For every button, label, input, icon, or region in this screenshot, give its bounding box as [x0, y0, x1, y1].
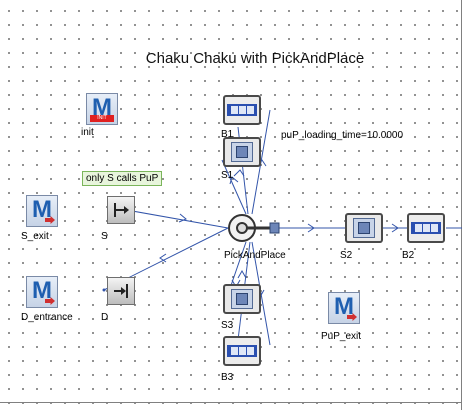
connector-s1-to-pickandplace[interactable] — [221, 159, 247, 215]
exit-arrow-icon — [45, 216, 55, 224]
connector-arrowhead — [178, 213, 187, 223]
s-exit-label: S_exit — [21, 231, 49, 242]
canvas-bottom-edge — [0, 402, 462, 403]
s-exit-method-icon[interactable]: M — [26, 195, 58, 227]
method-letter: M — [334, 293, 354, 320]
s1-label: S1 — [221, 170, 234, 181]
buffer-cell — [415, 224, 422, 232]
s2-label: S2 — [340, 250, 353, 261]
buffer-cell — [247, 106, 254, 114]
pickandplace-robot[interactable] — [226, 212, 282, 244]
buffer-cell — [239, 347, 246, 355]
d-entrance-method-icon[interactable]: M — [26, 276, 58, 308]
init-method-icon[interactable]: M INIT — [86, 93, 118, 125]
connector-s3-to-b3[interactable] — [251, 241, 271, 346]
buffer-cell — [423, 224, 430, 232]
buffer-cell — [231, 106, 238, 114]
buffer-cell — [431, 224, 438, 232]
method-letter: M — [32, 196, 52, 223]
s1-station[interactable] — [223, 137, 261, 167]
connector-arrowhead — [229, 176, 239, 185]
canvas-right-edge — [461, 0, 462, 410]
pick-and-place-robot-icon — [228, 214, 280, 242]
b2-buffer[interactable] — [407, 213, 445, 243]
d-entrance-port-icon[interactable] — [107, 277, 135, 305]
b2-label: B2 — [402, 250, 415, 261]
entrance-port-icon — [114, 284, 128, 298]
entrance-arrow-icon — [45, 297, 55, 305]
s3-label: S3 — [221, 320, 234, 331]
s-label: S — [101, 231, 108, 242]
buffer-cell — [247, 347, 254, 355]
s-exit-port-icon[interactable] — [107, 196, 135, 224]
connector-arrowhead — [159, 253, 167, 263]
buffer-cell — [231, 347, 238, 355]
d-entrance-label: D_entrance — [21, 312, 73, 323]
pup-loading-time-attribute: puP_loading_time=10.0000 — [281, 130, 404, 141]
exit-arrow-icon — [347, 313, 357, 321]
pup-exit-label: PuP_exit — [321, 331, 362, 342]
exit-port-icon — [114, 203, 129, 217]
b3-buffer[interactable] — [223, 336, 261, 366]
station-core — [236, 293, 248, 305]
b3-label: B3 — [221, 372, 234, 383]
connector-arrowhead — [391, 223, 399, 233]
method-letter: M — [32, 277, 52, 304]
s2-station[interactable] — [345, 213, 383, 243]
buffer-cell — [239, 106, 246, 114]
connector-arrowhead — [307, 223, 315, 233]
pup-exit-method-icon[interactable]: M — [328, 292, 360, 324]
connector-s-to-pickandplace[interactable] — [120, 208, 229, 229]
station-core — [358, 222, 370, 234]
init-badge: INIT — [90, 115, 114, 122]
connector-arrowhead — [233, 169, 245, 177]
pickandplace-label: PickAndPlace — [224, 250, 286, 261]
b1-label: B1 — [221, 129, 234, 140]
comment-tooltip: only S calls PuP — [82, 171, 163, 186]
method-letter: M — [92, 94, 112, 121]
connector-arrowhead — [237, 269, 247, 279]
d-label: D — [101, 312, 109, 323]
init-label: init — [81, 127, 94, 138]
connector-endpoint — [102, 288, 106, 292]
model-title: Chaku Chaku with PickAndPlace — [145, 50, 365, 67]
station-core — [236, 146, 248, 158]
b1-buffer[interactable] — [223, 95, 261, 125]
s3-station[interactable] — [223, 284, 261, 314]
